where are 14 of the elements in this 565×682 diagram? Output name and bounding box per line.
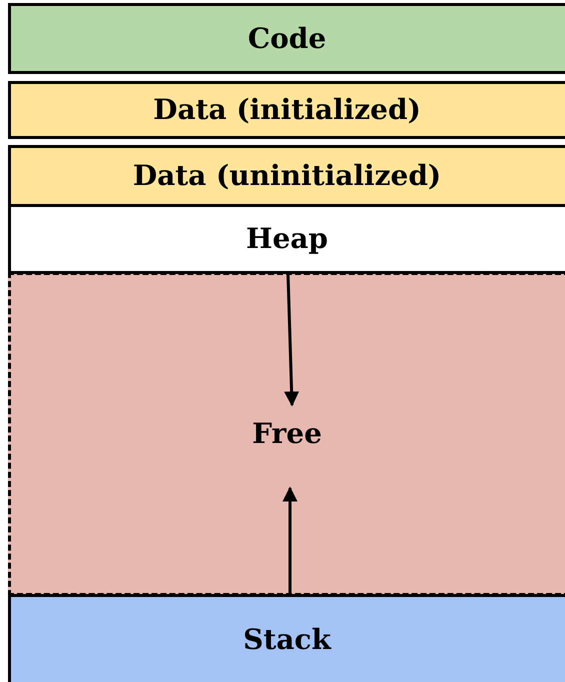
memory-segment	[8, 3, 565, 74]
free-region	[8, 272, 565, 596]
memory-segment	[8, 594, 565, 682]
segment-label: Data (initialized)	[153, 92, 422, 128]
segment-label: Heap	[246, 221, 329, 257]
segment-label: Code	[248, 20, 328, 56]
arrow	[282, 486, 298, 594]
memory-segment	[8, 145, 565, 207]
segment-label: Data (uninitialized)	[132, 158, 442, 194]
segment-label: Stack	[243, 622, 332, 658]
arrow	[284, 274, 300, 406]
memory-segment	[8, 81, 565, 139]
segment-label: Free	[252, 416, 323, 452]
memory-segment	[8, 204, 565, 274]
